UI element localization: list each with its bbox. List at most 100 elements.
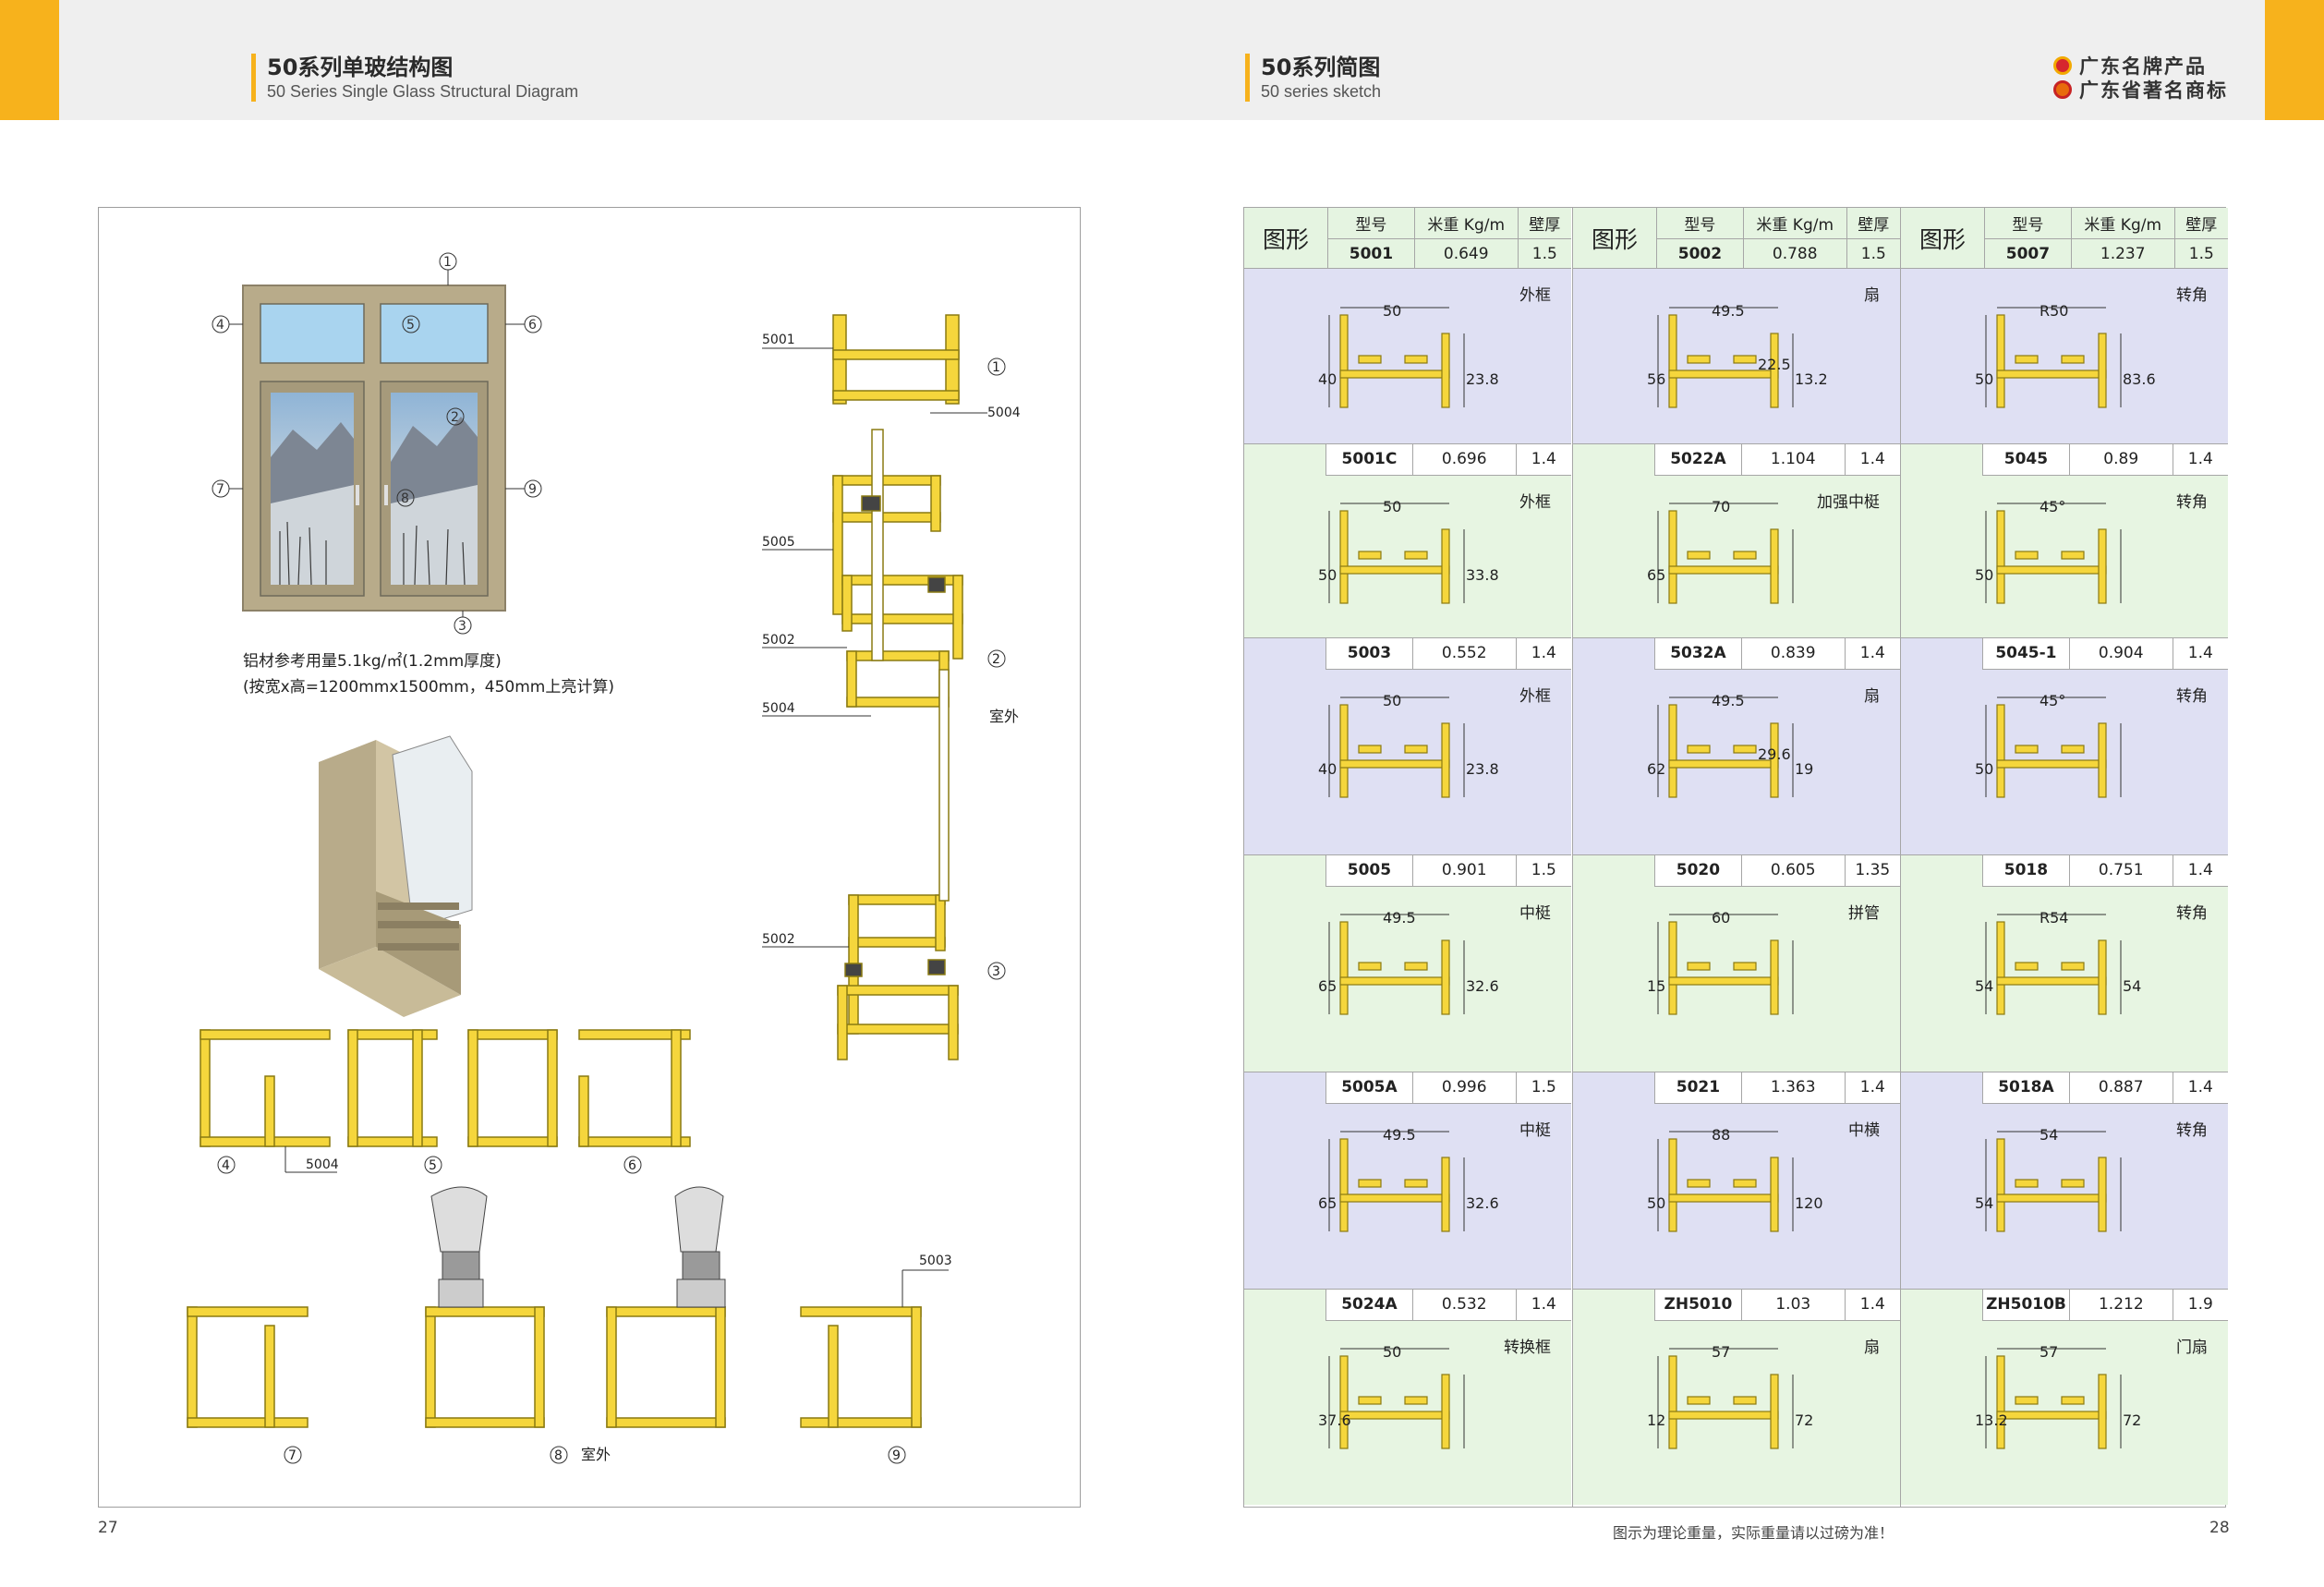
profile-role: 转角 — [2176, 687, 2208, 706]
weight-value: 0.901 — [1411, 855, 1517, 887]
horizontal-lower-labels: 5003 7 8 9 室外 — [284, 1254, 952, 1464]
wall-value: 1.5 — [1515, 855, 1571, 887]
wall-value: 1.4 — [1844, 1290, 1900, 1321]
model-value: 5020 — [1654, 855, 1742, 887]
profile-sketch — [1328, 1131, 1465, 1232]
model-value: 5018 — [1982, 855, 2070, 887]
dimension-label: 49.5 — [1712, 692, 1745, 709]
dimension-label: 50 — [1383, 498, 1402, 515]
wall-value: 1.5 — [1515, 1072, 1571, 1104]
wall-value: 1.9 — [2172, 1290, 2228, 1321]
profile-corner-render — [319, 735, 473, 1017]
dimension-label: 12 — [1647, 1411, 1666, 1429]
weight-footnote: 图示为理论重量，实际重量请以过磅为准！ — [1613, 1524, 1894, 1542]
dimension-label: 57 — [1712, 1343, 1731, 1361]
dimension-label: 50 — [1318, 566, 1338, 584]
profile-sketch — [1985, 1131, 2122, 1232]
section-label-5002-bottom: 5002 — [762, 932, 795, 947]
dimension-label: 32.6 — [1466, 977, 1499, 995]
model-value: 5005A — [1325, 1072, 1413, 1104]
svg-text:5: 5 — [406, 318, 415, 333]
dimension-label: 72 — [2123, 1411, 2142, 1429]
dimension-label: 40 — [1318, 370, 1338, 388]
svg-text:7: 7 — [216, 482, 224, 497]
profile-role: 扇 — [1864, 1339, 1880, 1357]
horizontal-upper-labels: 4 5 6 5004 — [217, 1146, 642, 1174]
profile-sketch — [1657, 697, 1794, 798]
profile-sketch — [1985, 697, 2122, 798]
wall-value: 1.5 — [2173, 238, 2228, 269]
profile-sketch — [1328, 1348, 1465, 1449]
trademark-seal-icon — [2053, 80, 2072, 99]
weight-value: 0.904 — [2068, 638, 2173, 670]
svg-text:6: 6 — [628, 1158, 636, 1173]
brand-seal-icon — [2053, 56, 2072, 75]
model-value: 5024A — [1325, 1290, 1413, 1321]
dimension-label: 49.5 — [1712, 302, 1745, 320]
usage-note-2: (按宽x高=1200mmx1500mm，450mm上亮计算) — [243, 678, 614, 697]
brand-line-2: 广东省著名商标 — [2079, 79, 2228, 102]
weight-value: 0.839 — [1740, 638, 1846, 670]
weight-header: 米重 Kg/m — [1413, 208, 1519, 239]
svg-text:8: 8 — [401, 491, 409, 506]
dimension-label: 57 — [2040, 1343, 2059, 1361]
wall-value: 1.4 — [1844, 444, 1900, 476]
shape-header: 图形 — [1591, 226, 1638, 253]
svg-text:2: 2 — [451, 410, 459, 425]
wall-value: 1.5 — [1846, 238, 1900, 269]
profile-role: 转角 — [2176, 493, 2208, 512]
dimension-label: 83.6 — [2123, 370, 2156, 388]
top-band — [0, 0, 2324, 120]
profile-sketch — [1328, 914, 1465, 1015]
svg-text:3: 3 — [992, 964, 1000, 979]
dimension-label: 29.6 — [1758, 745, 1791, 763]
weight-value: 0.696 — [1411, 444, 1517, 476]
wall-header: 壁厚 — [1846, 208, 1900, 239]
page-number-right: 28 — [2209, 1519, 2230, 1537]
weight-value: 0.605 — [1740, 855, 1846, 887]
profile-role: 转角 — [2176, 904, 2208, 923]
horizontal-section-upper — [200, 1029, 691, 1147]
brand-badges: 广东名牌产品 广东省著名商标 — [2053, 54, 2228, 102]
weight-value: 0.552 — [1411, 638, 1517, 670]
profile-sketch — [1985, 914, 2122, 1015]
usage-note-1: 铝材参考用量5.1kg/㎡(1.2mm厚度) — [243, 652, 502, 671]
left-title-en: 50 Series Single Glass Structural Diagra… — [267, 82, 579, 101]
dimension-label: 32.6 — [1466, 1194, 1499, 1212]
model-value: 5003 — [1325, 638, 1413, 670]
dimension-label: 50 — [1975, 370, 1994, 388]
weight-value: 0.788 — [1742, 238, 1847, 269]
profile-sketch — [1657, 914, 1794, 1015]
section-label-5004-mid: 5004 — [762, 701, 795, 716]
structure-drawing: 1 5 4 6 2 7 8 9 3 — [187, 252, 1021, 1464]
svg-text:1: 1 — [992, 360, 1000, 375]
section-label-5002: 5002 — [762, 633, 795, 648]
dimension-label: 13.2 — [1975, 1411, 2008, 1429]
wall-value: 1.4 — [1844, 638, 1900, 670]
brand-row-2: 广东省著名商标 — [2053, 78, 2228, 102]
model-value: ZH5010B — [1982, 1290, 2070, 1321]
section-label-5001: 5001 — [762, 333, 795, 347]
horizontal-section-lower — [187, 1306, 922, 1428]
profile-role: 中横 — [1848, 1121, 1880, 1140]
wall-value: 1.4 — [2172, 855, 2228, 887]
dimension-label: 120 — [1795, 1194, 1823, 1212]
dimension-label: 22.5 — [1758, 356, 1791, 373]
weight-value: 1.104 — [1740, 444, 1846, 476]
